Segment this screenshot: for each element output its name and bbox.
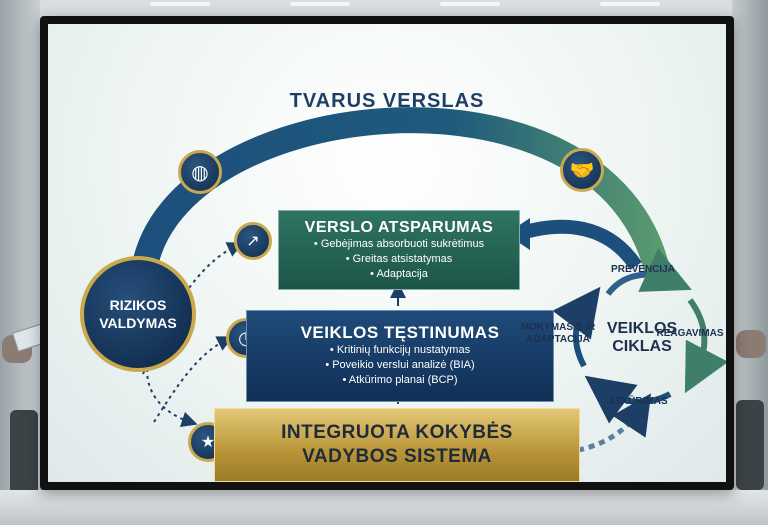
chair: [10, 410, 38, 500]
tier-bullet: • Gebėjimas absorbuoti sukrėtimus: [279, 237, 519, 252]
risk-line2: VALDYMAS: [99, 314, 177, 332]
tier-integrated-qms: INTEGRUOTA KOKYBĖS VADYBOS SISTEMA: [214, 408, 580, 482]
tier-base-line1: INTEGRUOTA KOKYBĖS: [215, 421, 579, 445]
slide: TVARUS VERSLAS ◍ 🤝 ↗ ◷ ★ RIZIKOS VALDYMA…: [48, 24, 726, 482]
tier-bullet: • Atkūrimo planai (BCP): [247, 373, 553, 388]
tier-title: VEIKLOS TĘSTINUMAS: [247, 323, 553, 343]
cycle-center-line1: VEIKLOS: [600, 320, 684, 338]
display-screen: TVARUS VERSLAS ◍ 🤝 ↗ ◷ ★ RIZIKOS VALDYMA…: [40, 16, 734, 490]
trend-up-icon: ↗: [234, 222, 272, 260]
cycle-center: VEIKLOS CIKLAS: [600, 320, 684, 356]
tier-business-resilience: VERSLO ATSPARUMAS • Gebėjimas absorbuoti…: [278, 210, 520, 290]
tier-bullet: • Adaptacija: [279, 267, 519, 282]
handshake-icon: 🤝: [560, 148, 604, 192]
conference-table: [0, 490, 768, 525]
chair: [736, 400, 764, 490]
learning-line1: MOKYMASIS IR: [518, 322, 598, 334]
tier-operational-continuity: VEIKLOS TĘSTINUMAS • Kritinių funkcijų n…: [246, 310, 554, 402]
learning-line2: ADAPTACIJA: [518, 334, 598, 346]
resilience-arrow: [518, 227, 636, 266]
dotted-arrow: [578, 410, 640, 450]
cycle-step-prevention: PREVENCIJA: [608, 264, 678, 275]
risk-line1: RIZIKOS: [110, 296, 167, 314]
ceiling-light: [600, 2, 660, 6]
cycle-step-learning: MOKYMASIS IR ADAPTACIJA: [518, 322, 598, 346]
ceiling-light: [150, 2, 210, 6]
arc-title: TVARUS VERSLAS: [48, 90, 726, 113]
tier-bullet: • Poveikio verslui analizė (BIA): [247, 358, 553, 373]
dotted-arrow: [147, 362, 190, 422]
tier-bullet: • Greitas atsistatymas: [279, 252, 519, 267]
tier-base-line2: VADYBOS SISTEMA: [215, 445, 579, 469]
ceiling-light: [440, 2, 500, 6]
tier-title: VERSLO ATSPARUMAS: [279, 219, 519, 237]
ceiling-light: [290, 2, 350, 6]
hand: [736, 330, 766, 358]
cycle-center-line2: CIKLAS: [600, 338, 684, 356]
cycle-step-recovery: ATKŪRIMAS: [608, 396, 668, 407]
globe-icon: ◍: [178, 150, 222, 194]
risk-management-circle: RIZIKOS VALDYMAS: [80, 256, 196, 372]
tier-bullet: • Kritinių funkcijų nustatymas: [247, 343, 553, 358]
